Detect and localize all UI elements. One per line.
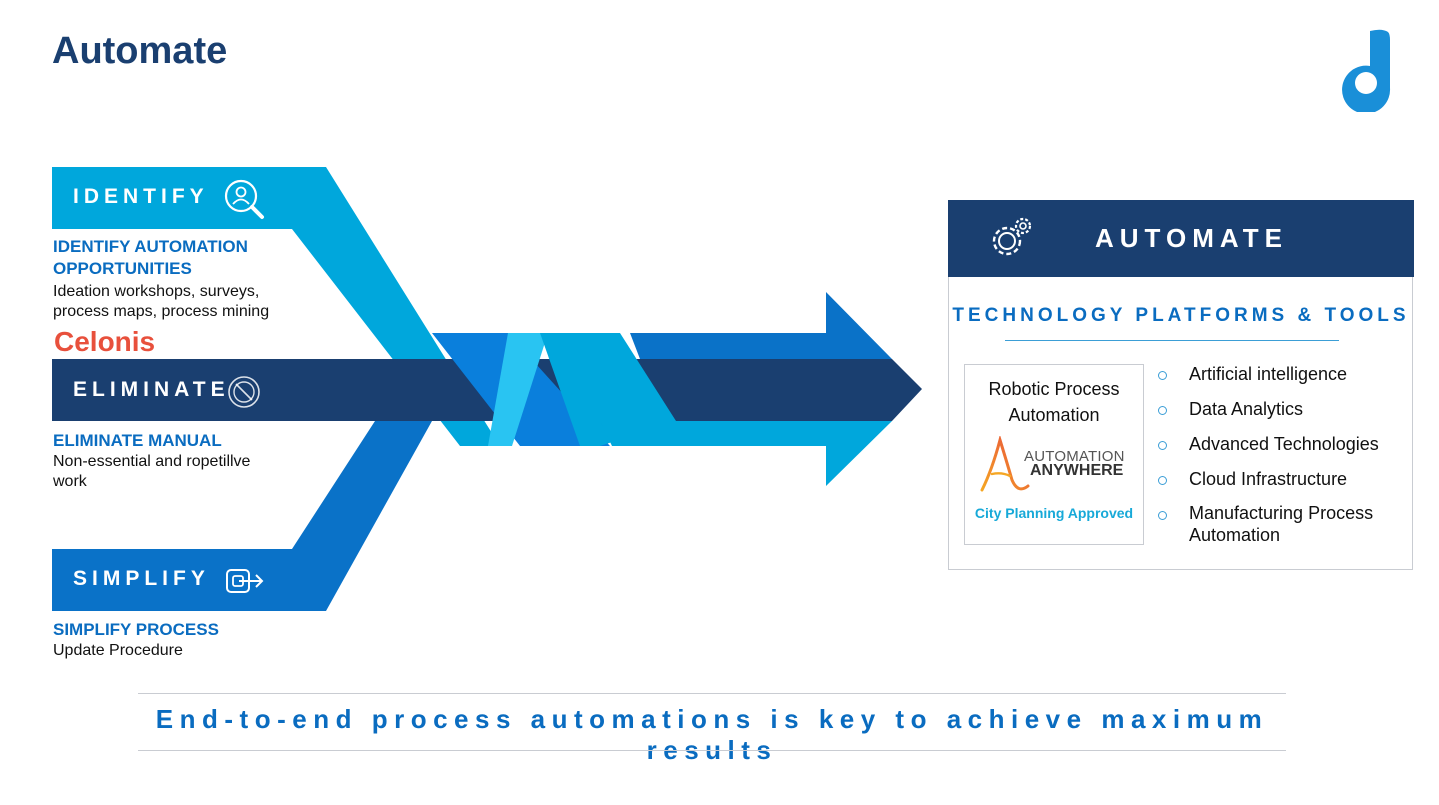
tech-platforms-title: TECHNOLOGY PLATFORMS & TOOLS <box>952 305 1410 326</box>
vendor-name-line2: ANYWHERE <box>1030 462 1124 479</box>
rpa-box <box>964 364 1144 545</box>
ribbon-light <box>488 333 548 446</box>
tool-item: Manufacturing Process Automation <box>1189 503 1374 545</box>
identify-desc-line1: Ideation workshops, surveys, <box>53 283 260 300</box>
simplify-label: SIMPLIFY <box>73 567 210 590</box>
tool-item: Cloud Infrastructure <box>1189 469 1348 489</box>
tool-item: Advanced Technologies <box>1189 434 1379 454</box>
automation-anywhere-logo-icon <box>980 436 1030 492</box>
eliminate-desc-line1: Non-essential and ropetillve <box>53 453 251 470</box>
eliminate-desc-line2: work <box>53 473 87 490</box>
automate-header-title: AUTOMATE <box>1095 223 1288 253</box>
eliminate-label: ELIMINATE <box>73 378 230 401</box>
prohibited-icon <box>228 376 260 408</box>
footer-tagline: End-to-end process automations is key to… <box>155 704 1269 765</box>
footer-rule-bottom <box>138 750 1286 751</box>
rpa-title-line1: Robotic Process <box>988 379 1120 399</box>
bullet-icon <box>1158 406 1167 415</box>
rpa-title-line2: Automation <box>1008 405 1100 425</box>
eliminate-title: ELIMINATE MANUAL <box>53 431 222 450</box>
gears-icon <box>992 217 1032 256</box>
approval-label: City Planning Approved <box>974 505 1134 521</box>
bullet-icon <box>1158 441 1167 450</box>
simplify-arrow-icon <box>226 569 264 593</box>
arrow-top-ribbon <box>630 292 892 359</box>
simplify-title: SIMPLIFY PROCESS <box>53 620 219 639</box>
bullet-icon <box>1158 511 1167 520</box>
page-title: Automate <box>52 30 228 72</box>
bullet-icon <box>1158 371 1167 380</box>
identify-title-line1: IDENTIFY AUTOMATION <box>53 237 248 256</box>
arrow-bottom-ribbon <box>600 421 892 486</box>
simplify-desc: Update Procedure <box>53 642 183 659</box>
logo-d-hole <box>1355 72 1377 94</box>
identify-label: IDENTIFY <box>73 185 209 208</box>
celonis-logo-text: Celonis <box>54 326 156 357</box>
identify-title-line2: OPPORTUNITIES <box>53 259 192 278</box>
identify-desc-line2: process maps, process mining <box>53 303 270 320</box>
simplify-band <box>52 421 432 611</box>
footer-rule-top <box>138 693 1286 694</box>
automate-header <box>948 200 1414 277</box>
bullet-icon <box>1158 476 1167 485</box>
rpa-title: Robotic Process Automation <box>964 376 1144 428</box>
tool-item: Artificial intelligence <box>1189 364 1348 384</box>
tool-item: Data Analytics <box>1189 399 1304 419</box>
logo-d-shape <box>1342 29 1391 112</box>
search-person-icon <box>224 179 264 219</box>
ribbon-cyan <box>540 333 676 446</box>
brand-logo <box>1342 29 1391 112</box>
tech-title-rule <box>1005 340 1339 341</box>
vendor-name-line1: AUTOMATION <box>1024 448 1125 465</box>
